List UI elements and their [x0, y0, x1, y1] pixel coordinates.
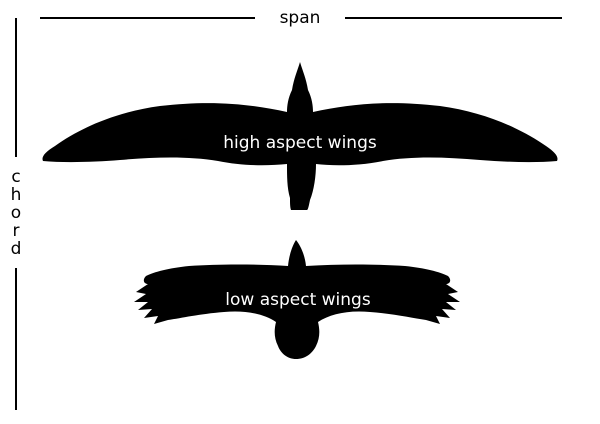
low-aspect-label: low aspect wings	[225, 290, 371, 310]
chord-label-letter: c	[11, 167, 20, 187]
high-aspect-bird: high aspect wings	[42, 62, 558, 210]
low-aspect-bird-silhouette	[134, 240, 460, 359]
chord-label-letter: d	[11, 239, 22, 259]
chord-label-letter: o	[11, 203, 21, 223]
span-label: span	[280, 8, 321, 28]
high-aspect-label: high aspect wings	[223, 133, 377, 153]
low-aspect-bird: low aspect wings	[134, 240, 460, 359]
span-dimension: span	[40, 8, 562, 28]
chord-label-letter: r	[13, 221, 20, 241]
chord-label-letter: h	[11, 185, 22, 205]
high-aspect-bird-silhouette	[42, 62, 558, 210]
